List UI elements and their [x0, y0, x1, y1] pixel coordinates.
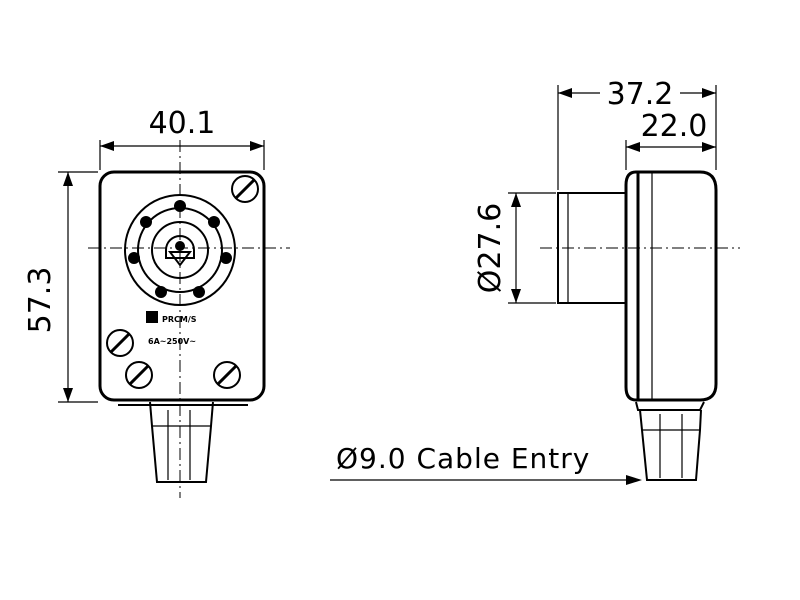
side-view [540, 170, 740, 481]
screw-bottom-left-icon [125, 361, 153, 389]
contact-pin-icon [140, 216, 152, 228]
label-model: PRCM/S [162, 315, 197, 324]
dim-boss-diameter: Ø27.6 [473, 192, 556, 304]
contact-pin-icon [220, 252, 232, 264]
dim-front-height: 57.3 [23, 171, 98, 403]
side-flange [624, 170, 640, 402]
side-base [635, 401, 705, 411]
front-view: PRCM/S 6A~250V~ [88, 140, 290, 498]
screw-left-icon [106, 329, 134, 357]
side-body [638, 170, 718, 402]
dim-front-height-label: 57.3 [23, 267, 58, 334]
front-body-outline [98, 170, 266, 402]
callout-cable-entry: Ø9.0 Cable Entry [330, 442, 642, 485]
contact-pin-icon [208, 216, 220, 228]
socket-key-notch [165, 235, 195, 259]
contact-pin-icon [193, 286, 205, 298]
screw-top-right-icon [231, 175, 259, 203]
dim-side-body-depth: 22.0 [625, 109, 716, 170]
dim-boss-diameter-label: Ø27.6 [473, 203, 508, 293]
dim-side-total-depth-label: 37.2 [607, 77, 674, 112]
dim-side-total-depth: 37.2 [557, 77, 717, 190]
front-cable-gland [149, 401, 214, 483]
dim-front-width-label: 40.1 [149, 106, 216, 141]
contact-pin-icon [155, 286, 167, 298]
dim-front-width: 40.1 [99, 106, 265, 170]
contact-pin-icon [128, 252, 140, 264]
callout-cable-entry-label: Ø9.0 Cable Entry [336, 442, 590, 475]
screw-bottom-right-icon [213, 361, 241, 389]
side-cable-gland [639, 409, 702, 481]
dim-side-body-depth-label: 22.0 [641, 109, 708, 144]
label-rating: 6A~250V~ [148, 337, 196, 346]
contact-pins [128, 200, 232, 298]
label-logo-icon [146, 311, 158, 323]
